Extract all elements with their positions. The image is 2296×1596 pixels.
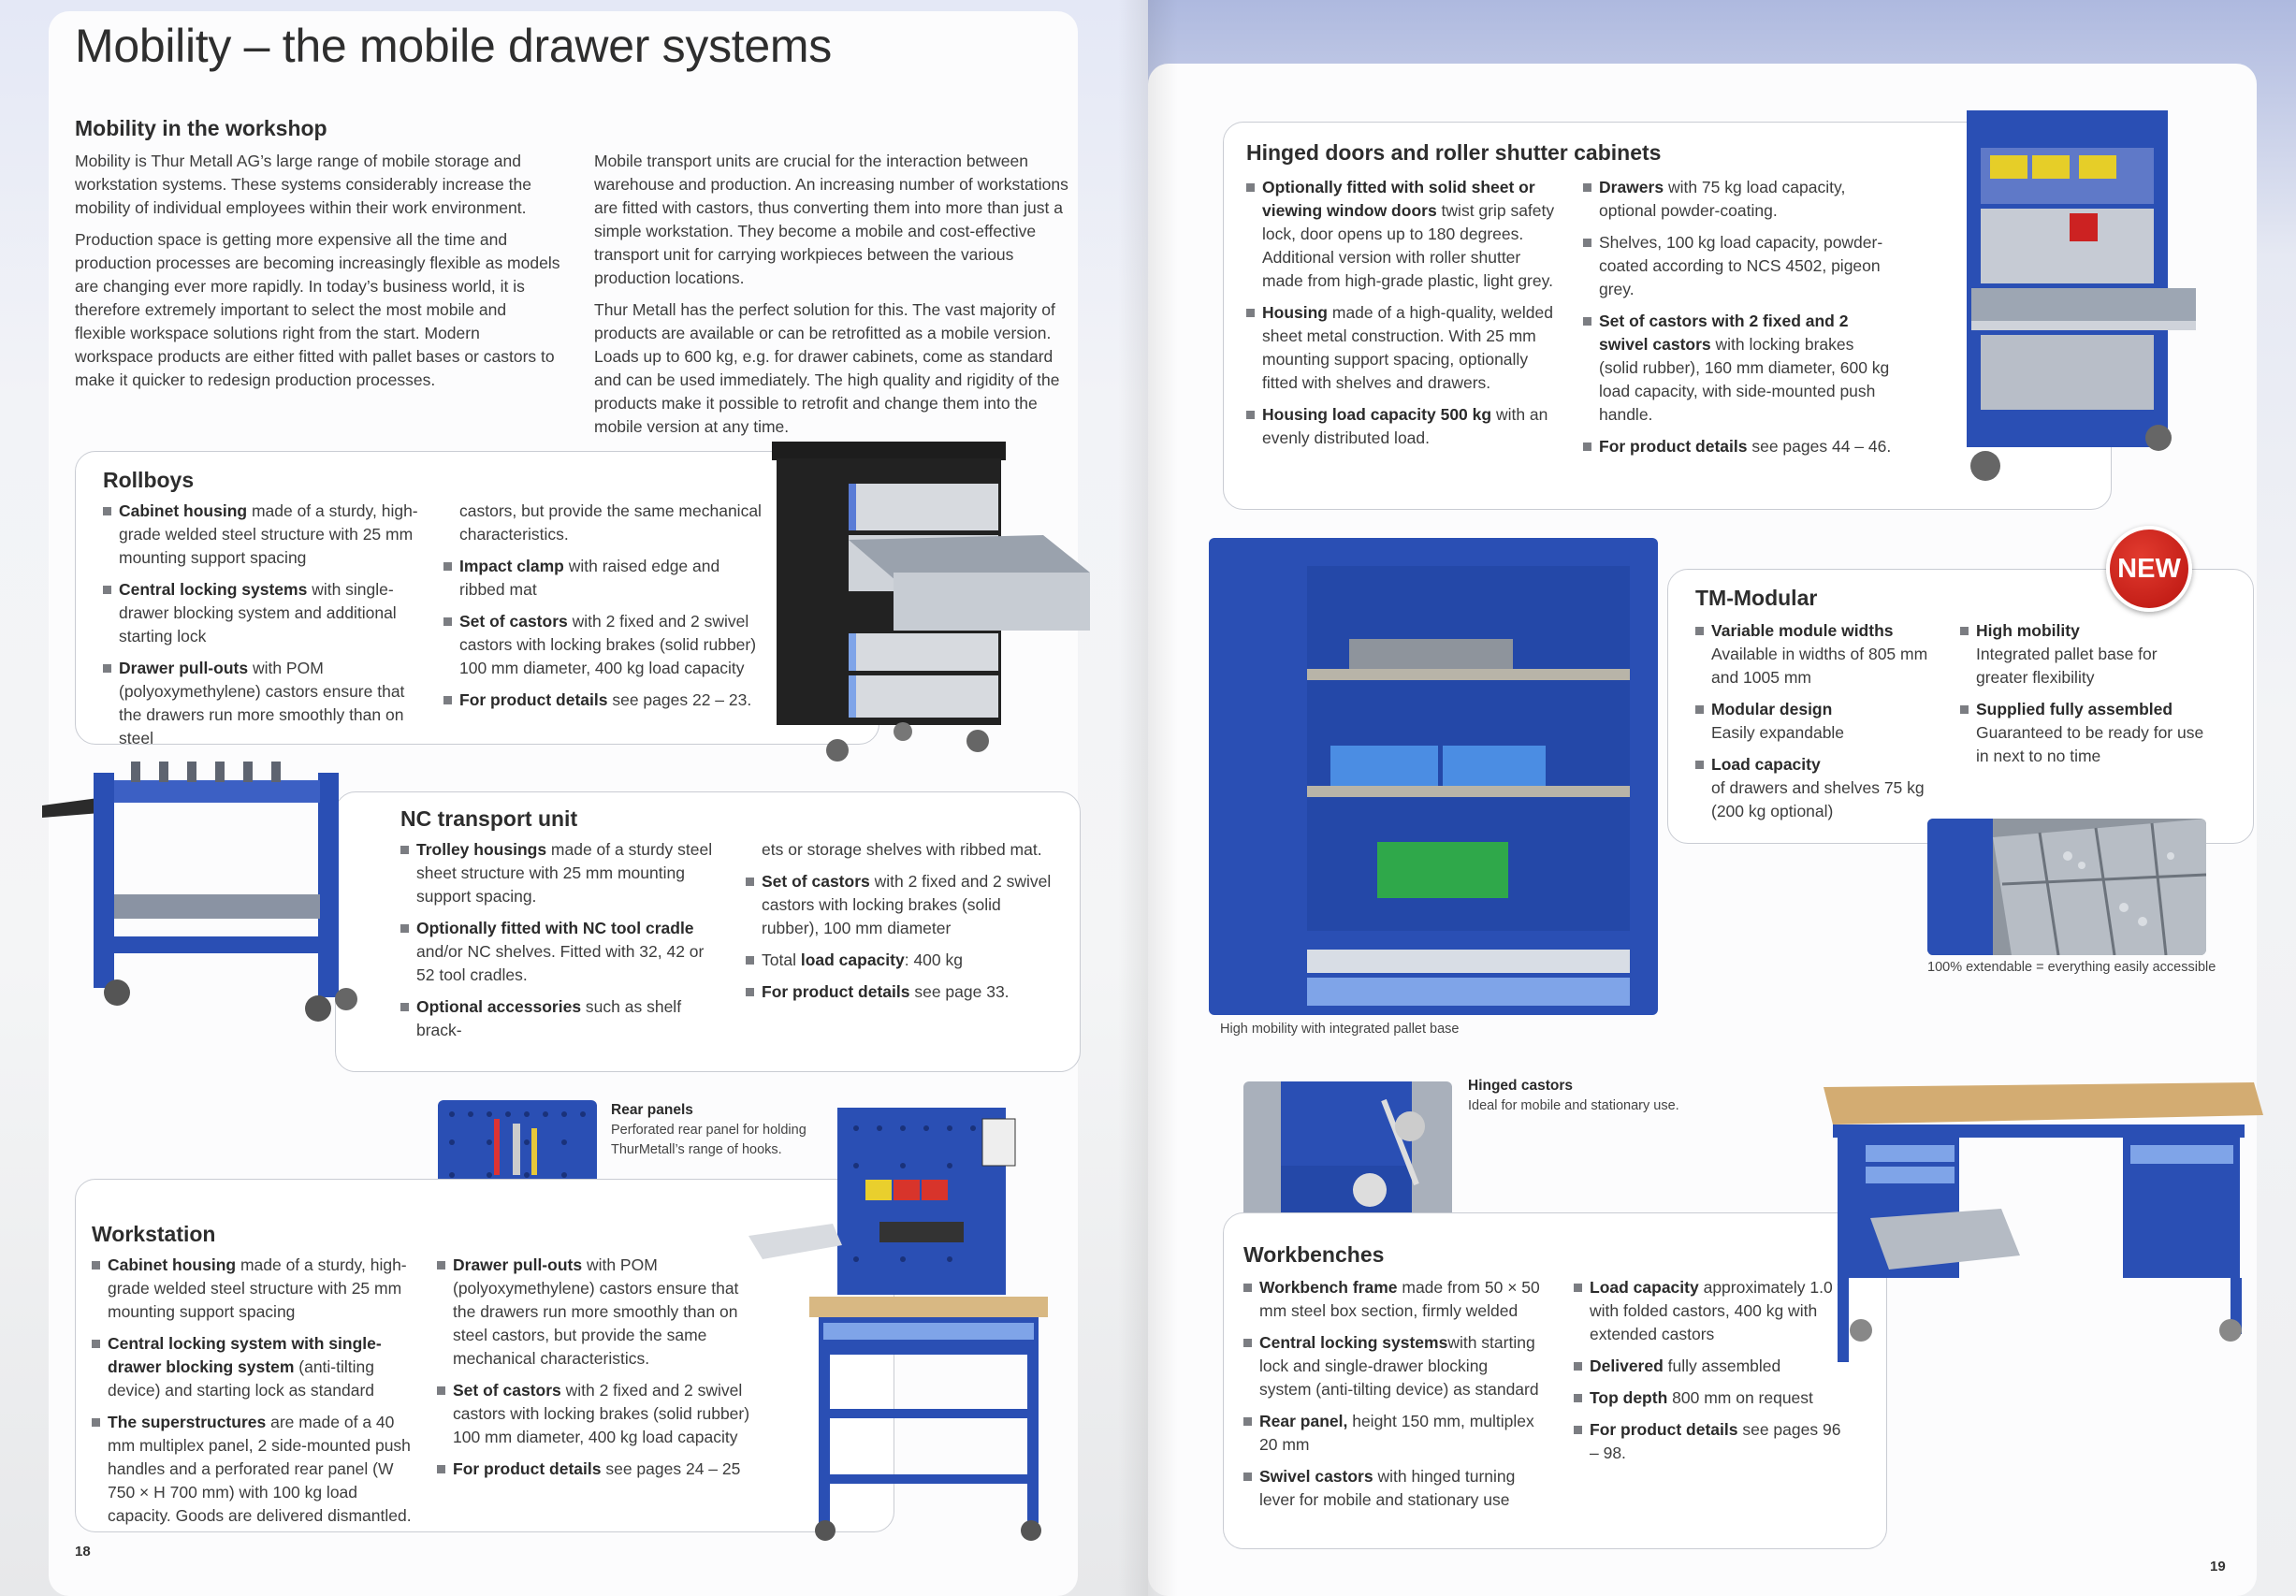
workbenches-list-left: Workbench frame made from 50 × 50 mm ste…: [1243, 1276, 1543, 1520]
list-item: Set of castors with 2 fixed and 2 swivel…: [1583, 310, 1896, 427]
list-item: For product details see pages 44 – 46.: [1583, 435, 1896, 458]
workstation-list-right: Drawer pull-outs with POM (polyoxymethyl…: [437, 1254, 760, 1489]
list-item: Swivel castors with hinged turning lever…: [1243, 1465, 1543, 1512]
list-item: Set of castors with 2 fixed and 2 swivel…: [443, 610, 762, 680]
nc-list-left: Trolley housings made of a sturdy steel …: [400, 838, 719, 1051]
modular-heading: TM-Modular: [1695, 586, 1818, 610]
rear-panels-title: Rear panels: [611, 1102, 693, 1118]
list-item: For product details see page 33.: [746, 980, 1054, 1004]
nc-trolley-image: [42, 762, 357, 1022]
right-page: Hinged doors and roller shutter cabinets…: [1148, 0, 2296, 1596]
intro-col2: Mobile transport units are crucial for t…: [594, 150, 1081, 447]
list-item: Rear panel, height 150 mm, multiplex 20 …: [1243, 1410, 1543, 1457]
list-item: Housing load capacity 500 kg with an eve…: [1246, 403, 1555, 450]
pallet-caption: High mobility with integrated pallet bas…: [1220, 1022, 1460, 1037]
list-item: Impact clamp with raised edge and ribbed…: [443, 555, 762, 602]
hinged-heading: Hinged doors and roller shutter cabinets: [1246, 140, 1662, 165]
list-item: Optional accessories such as shelf brack…: [400, 995, 719, 1042]
hinged-castors-caption: Hinged castors Ideal for mobile and stat…: [1468, 1076, 1749, 1116]
list-item: Workbench frame made from 50 × 50 mm ste…: [1243, 1276, 1543, 1323]
new-badge: NEW: [2106, 526, 2192, 612]
workbenches-heading: Workbenches: [1243, 1242, 1385, 1267]
rollboys-box: [75, 451, 879, 745]
list-item: Trolley housings made of a sturdy steel …: [400, 838, 719, 908]
workstation-heading: Workstation: [92, 1222, 216, 1246]
rollboys-heading: Rollboys: [103, 468, 195, 492]
workbenches-box: [1223, 1212, 1887, 1549]
intro-heading: Mobility in the workshop: [75, 116, 327, 140]
roller-shutter-cabinet-image: [1967, 110, 2196, 481]
workstation-image: [748, 1108, 1048, 1541]
rear-panels-caption: Rear panels Perforated rear panel for ho…: [611, 1100, 817, 1160]
list-item: For product details see pages 22 – 23.: [443, 689, 762, 712]
hinged-castors-title: Hinged castors: [1468, 1078, 1573, 1094]
list-item: Cabinet housing made of a sturdy, high-g…: [92, 1254, 414, 1324]
page-number: 19: [2210, 1559, 2226, 1574]
list-item: Total load capacity: 400 kg: [746, 949, 1054, 972]
list-item: ets or storage shelves with ribbed mat.: [762, 840, 1042, 859]
nc-box: [335, 791, 1081, 1072]
intro-paragraph: Production space is getting more expensi…: [75, 230, 560, 389]
intro-paragraph: Thur Metall has the perfect solution for…: [594, 300, 1060, 436]
list-item: For product details see pages 96 – 98.: [1574, 1418, 1845, 1465]
hinged-castors-text: Ideal for mobile and stationary use.: [1468, 1098, 1679, 1113]
list-item: Optionally fitted with NC tool cradle an…: [400, 917, 719, 987]
workbench-image: [1824, 1082, 2263, 1362]
list-item: For product details see pages 24 – 25: [437, 1458, 760, 1481]
list-item: Drawer pull-outs with POM (polyoxymethyl…: [437, 1254, 760, 1371]
workstation-list-left: Cabinet housing made of a sturdy, high-g…: [92, 1254, 414, 1536]
list-item: Set of castors with 2 fixed and 2 swivel…: [437, 1379, 760, 1449]
list-item: Load capacity approximately 1.0 t with f…: [1574, 1276, 1845, 1346]
hinged-castors-image: [1243, 1081, 1452, 1218]
drawer-detail-image: [1927, 819, 2206, 955]
list-item: Top depth 800 mm on request: [1574, 1386, 1845, 1410]
rear-panels-text: Perforated rear panel for holding ThurMe…: [611, 1123, 807, 1157]
extendable-caption: 100% extendable = everything easily acce…: [1927, 960, 2216, 975]
list-item: Drawer pull-outs with POM (polyoxymethyl…: [103, 657, 430, 750]
list-item: Optionally fitted with solid sheet or vi…: [1246, 176, 1555, 293]
list-item: Central locking system with single-drawe…: [92, 1332, 414, 1402]
list-item: The superstructures are made of a 40 mm …: [92, 1411, 414, 1528]
intro-col1: Mobility is Thur Metall AG’s large range…: [75, 150, 561, 400]
left-page: Mobility – the mobile drawer systems Mob…: [0, 0, 1148, 1596]
list-item: Shelves, 100 kg load capacity, powder-co…: [1583, 231, 1896, 301]
intro-paragraph: Mobility is Thur Metall AG’s large range…: [75, 152, 531, 217]
intro-paragraph: Mobile transport units are crucial for t…: [594, 152, 1068, 287]
list-item: Cabinet housing made of a sturdy, high-g…: [103, 500, 430, 570]
hinged-list-left: Optionally fitted with solid sheet or vi…: [1246, 176, 1555, 458]
list-item: Drawers with 75 kg load capacity, option…: [1583, 176, 1896, 223]
list-item: Set of castors with 2 fixed and 2 swivel…: [746, 870, 1054, 940]
list-item: Central locking systemswith starting loc…: [1243, 1331, 1543, 1401]
page-number: 18: [75, 1544, 91, 1560]
list-item: Delivered fully assembled: [1574, 1355, 1845, 1378]
book-gutter: [1118, 0, 1178, 1596]
nc-heading: NC transport unit: [400, 806, 578, 831]
list-item: Housing made of a high-quality, welded s…: [1246, 301, 1555, 395]
list-item: Central locking systems with single-draw…: [103, 578, 430, 648]
rollboy-cabinet-image: [772, 442, 1090, 762]
nc-list-right: ets or storage shelves with ribbed mat. …: [746, 838, 1054, 1012]
workbenches-list-right: Load capacity approximately 1.0 t with f…: [1574, 1276, 1845, 1473]
rollboys-list-left: Cabinet housing made of a sturdy, high-g…: [103, 500, 430, 759]
hinged-list-right: Drawers with 75 kg load capacity, option…: [1583, 176, 1896, 467]
list-item: castors, but provide the same mechanical…: [459, 501, 762, 544]
rollboys-list-right: castors, but provide the same mechanical…: [443, 500, 762, 720]
page-title: Mobility – the mobile drawer systems: [75, 20, 832, 72]
tm-modular-cabinet-image: [1209, 538, 1658, 1015]
